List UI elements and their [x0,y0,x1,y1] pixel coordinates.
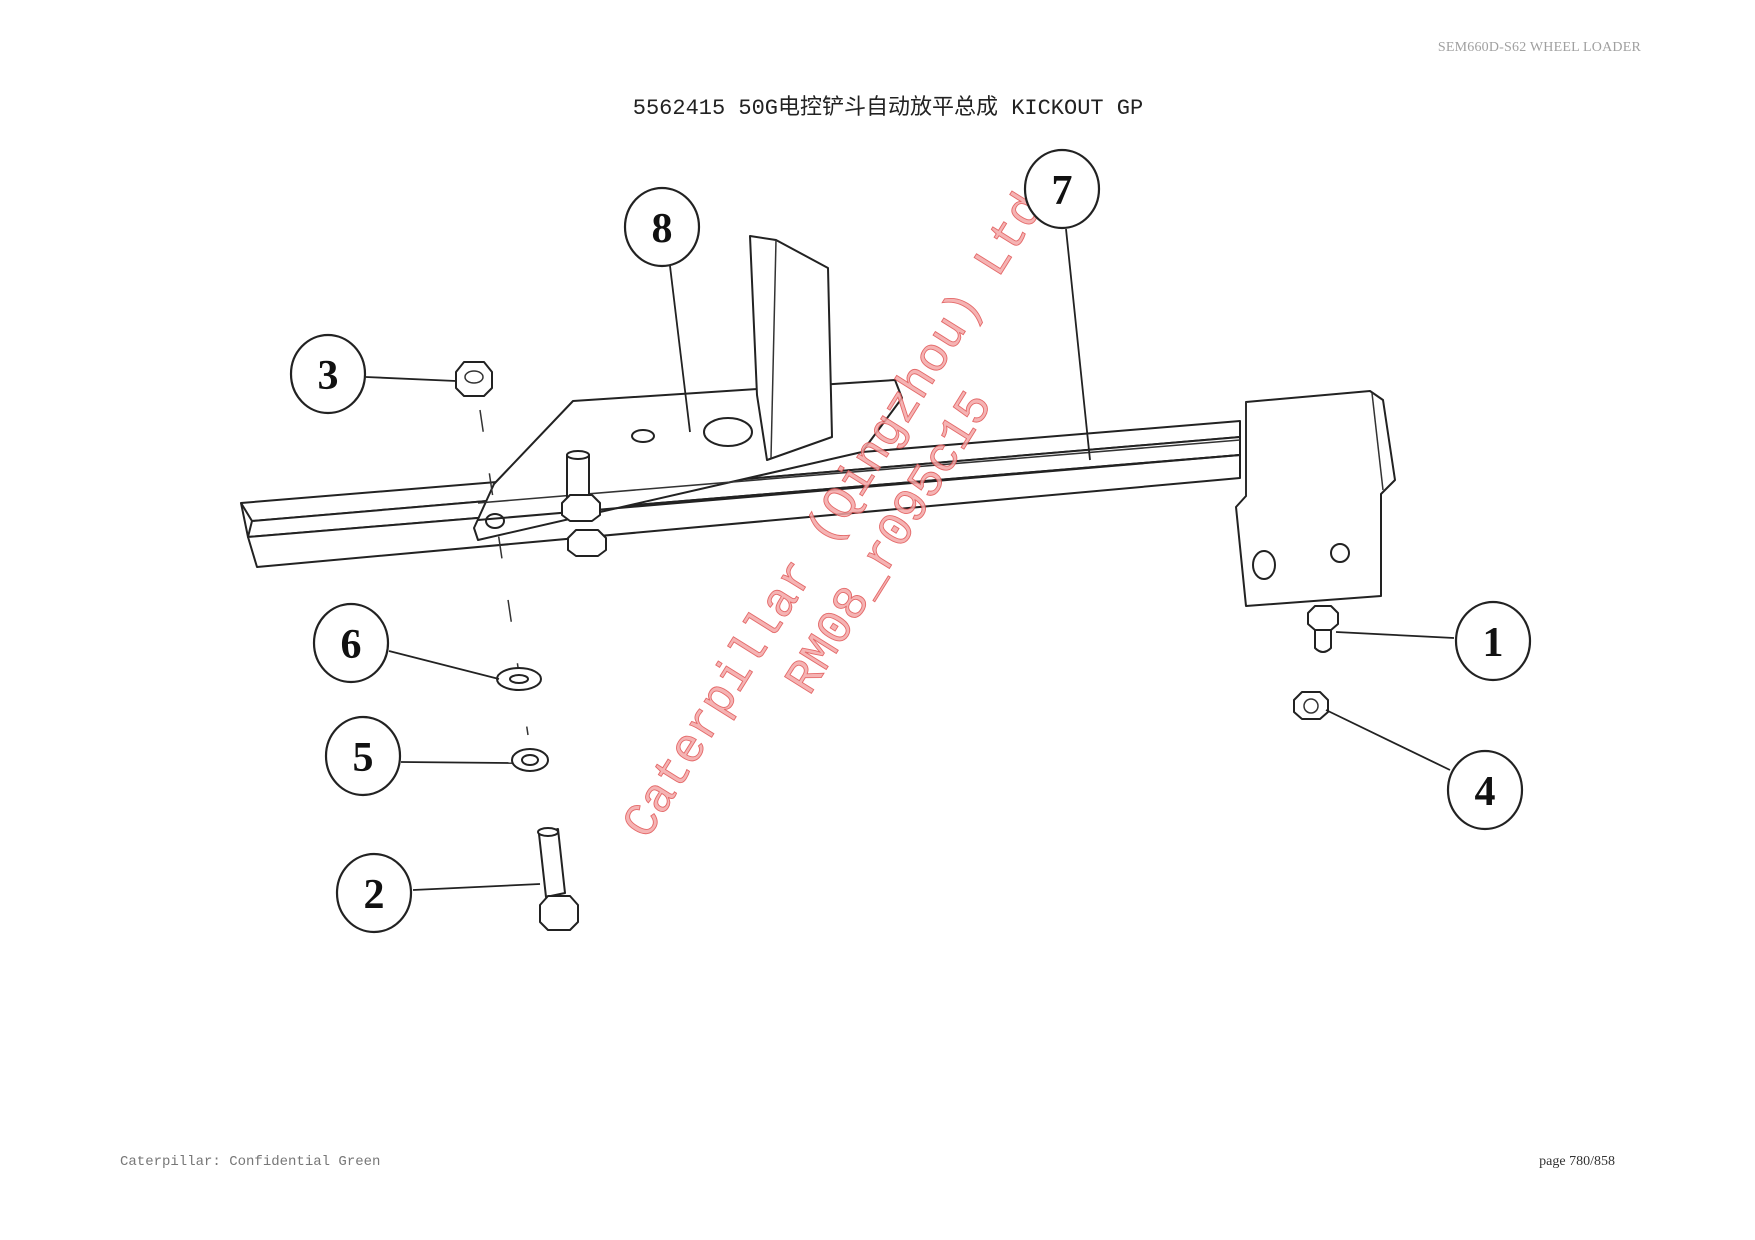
header-model-name: SEM660D-S62 WHEEL LOADER [1437,40,1641,55]
leader-2 [412,883,541,891]
callout-label-6: 6 [341,622,362,668]
plate-stud [561,450,607,557]
sensor-fin [749,235,833,461]
callout-6: 6 [312,602,390,684]
leader-5 [400,761,513,764]
plate-hole [703,417,753,447]
callout-label-8: 8 [652,206,673,252]
callout-label-1: 1 [1483,620,1504,666]
callout-3: 3 [289,333,367,415]
callout-7: 7 [1023,148,1101,230]
leader-8 [669,265,691,433]
footer-page-number: page 780/858 [1539,1154,1615,1169]
footer-classification: Caterpillar: Confidential Green [120,1154,381,1170]
leader-4 [1325,709,1451,771]
flat-washer [496,667,542,691]
leader-3 [365,376,457,382]
leader-6 [388,650,500,680]
leader-1 [1335,631,1455,639]
plate-mount-hole [485,513,505,529]
rail-edges [240,439,1241,538]
bracket-nut [1293,691,1329,720]
callout-4: 4 [1446,749,1524,831]
callout-2: 2 [335,852,413,934]
callout-8: 8 [623,186,701,268]
plate-slot [631,429,655,443]
leader-7 [1065,228,1091,461]
bracket-hole-left [1252,550,1276,580]
spring-washer [511,748,549,772]
callout-label-5: 5 [353,735,374,781]
bracket-bolt [1307,605,1339,653]
page-title: 5562415 50G电控铲斗自动放平总成 KICKOUT GP [632,96,1144,121]
callout-label-3: 3 [318,353,339,399]
bracket [1235,390,1396,607]
callout-label-4: 4 [1475,769,1496,815]
callout-label-2: 2 [364,872,385,918]
leader-lines [365,228,1455,891]
callout-1: 1 [1454,600,1532,682]
callout-label-7: 7 [1052,168,1073,214]
bracket-hole-right [1330,543,1350,563]
callout-5: 5 [324,715,402,797]
hex-bolt [537,827,579,931]
hex-nut [455,361,493,397]
